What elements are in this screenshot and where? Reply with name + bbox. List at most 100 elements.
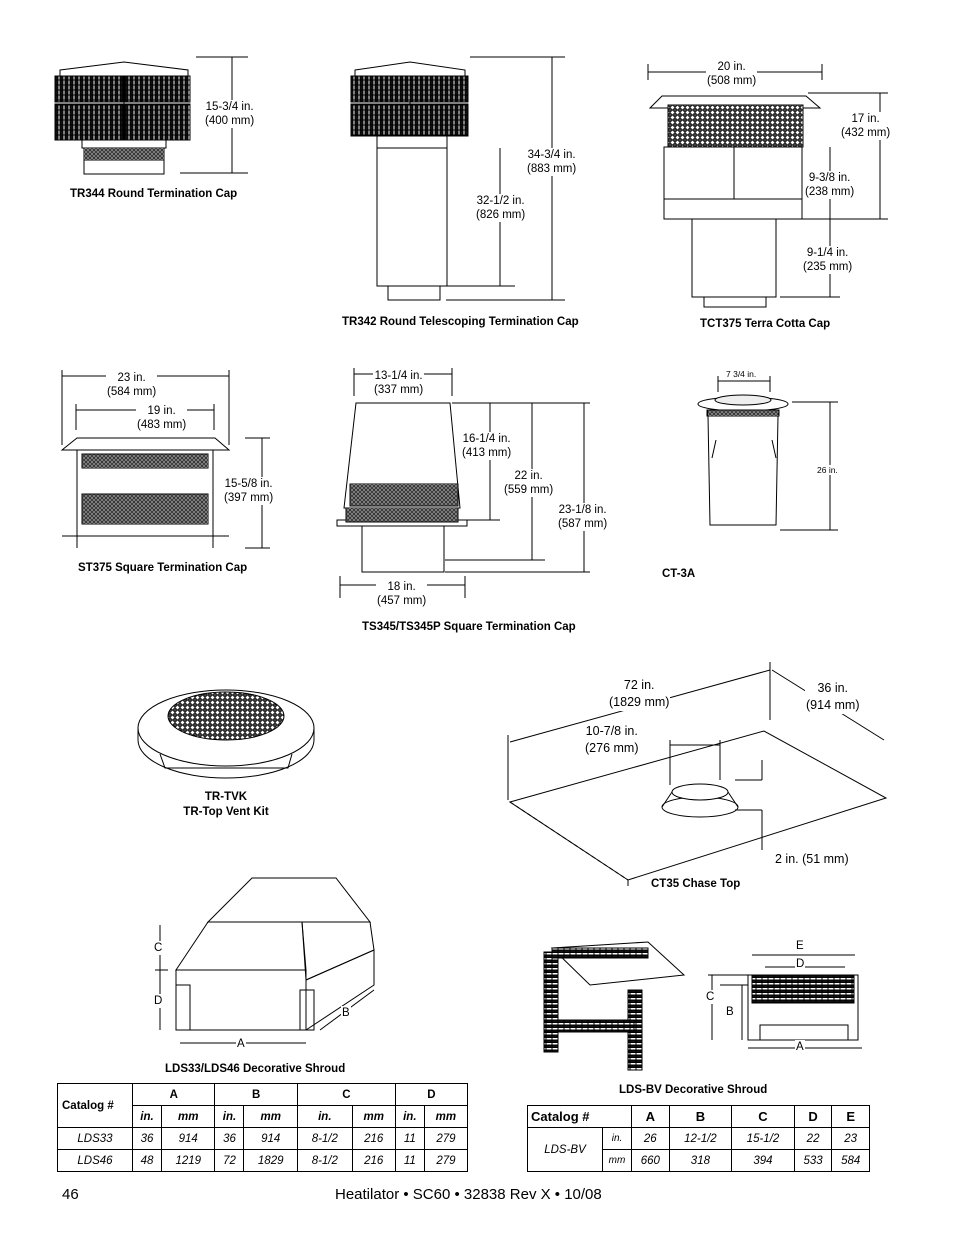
bv-col-e: E (831, 1105, 870, 1128)
ts345-top-width-dim: 13-1/4 in.(337 mm) (373, 369, 425, 397)
lds-col-c: C (296, 1083, 396, 1106)
lds-cell: 72 (214, 1149, 245, 1172)
st375-drawing (60, 370, 270, 549)
lds-unit: mm (423, 1105, 469, 1128)
bv-letter-b: B (725, 1005, 735, 1019)
bv-unit: in. (602, 1127, 632, 1150)
footer-text: Heatilator • SC60 • 32838 Rev X • 10/08 (335, 1186, 602, 1203)
lds-cell: 48 (132, 1149, 162, 1172)
lds-unit: mm (160, 1105, 216, 1128)
table-row: LDS33 36 914 36 914 8-1/2 216 11 279 (57, 1127, 469, 1150)
lds-cell: 216 (351, 1149, 396, 1172)
lds-unit: in. (296, 1105, 353, 1128)
lds-row-name: LDS33 (57, 1127, 133, 1150)
bv-letter-a: A (795, 1040, 805, 1054)
bv-cell: 12-1/2 (668, 1127, 733, 1150)
lds-letter-c: C (153, 941, 164, 955)
lds-cell: 279 (423, 1127, 469, 1150)
ldsbv-spec-table: Catalog # A B C D E LDS-BV in. 26 12-1/2… (527, 1105, 870, 1172)
tr344-drawing (54, 56, 248, 175)
lds-cell: 8-1/2 (296, 1127, 353, 1150)
st375-caption: ST375 Square Termination Cap (78, 562, 248, 574)
lds-unit: in. (214, 1105, 245, 1128)
st375-height-dim: 15-5/8 in.(397 mm) (223, 477, 275, 505)
bv-row-name: LDS-BV (527, 1127, 603, 1172)
lds-cell: 8-1/2 (296, 1149, 353, 1172)
ts345-hood-dim: 16-1/4 in.(413 mm) (461, 432, 513, 460)
lds-cell: 1219 (160, 1149, 216, 1172)
bv-col-b: B (668, 1105, 733, 1128)
ct3a-drawing (697, 376, 838, 531)
trtvk-drawing (137, 689, 315, 779)
lds-cell: 279 (423, 1149, 469, 1172)
bv-cell: 584 (831, 1149, 870, 1172)
ct35-drawing (507, 662, 888, 886)
ct3a-height-dim: 26 in. (816, 465, 839, 475)
ts345-mid-dim: 22 in.(559 mm) (503, 469, 555, 497)
tr342-drawing (350, 56, 565, 301)
lds-unit: mm (351, 1105, 396, 1128)
tr342-caption: TR342 Round Telescoping Termination Cap (342, 316, 579, 328)
bv-col-c: C (731, 1105, 795, 1128)
tr342-pipe-dim: 32-1/2 in.(826 mm) (475, 194, 527, 222)
ts345-base-width-dim: 18 in.(457 mm) (376, 580, 428, 608)
bv-cell: 318 (668, 1149, 733, 1172)
bv-letter-c: C (705, 990, 716, 1004)
ct35-collar-offset-dim: 10-7/8 in.(276 mm) (584, 723, 640, 757)
lds-unit: in. (132, 1105, 162, 1128)
bv-cell: 22 (793, 1127, 833, 1150)
lds-cell: 36 (132, 1127, 162, 1150)
lds-catalog-header: Catalog # (57, 1083, 133, 1128)
bv-letter-d: D (795, 957, 806, 971)
lds-spec-table: Catalog # A B C D in. mm in. mm in. mm i… (57, 1083, 469, 1172)
lds-col-b: B (214, 1083, 298, 1106)
lds-cell: 11 (394, 1149, 425, 1172)
tr344-height-dim: 15-3/4 in.(400 mm) (204, 100, 256, 128)
table-row: LDS-BV in. 26 12-1/2 15-1/2 22 23 (527, 1127, 870, 1172)
ct35-width-dim: 36 in.(914 mm) (805, 680, 861, 714)
bv-cell: 26 (631, 1127, 670, 1150)
bv-catalog-header: Catalog # (527, 1105, 632, 1128)
lds-cell: 11 (394, 1127, 425, 1150)
tr342-overall-dim: 34-3/4 in.(883 mm) (526, 148, 578, 176)
bv-cell: 23 (831, 1127, 870, 1150)
lds-letter-d: D (153, 994, 164, 1008)
st375-inner-width-dim: 19 in.(483 mm) (136, 404, 188, 432)
lds-unit: mm (243, 1105, 298, 1128)
lds-col-a: A (131, 1083, 216, 1106)
lds-col-d: D (394, 1083, 469, 1106)
tct375-lower-dim: 9-1/4 in.(235 mm) (802, 246, 854, 274)
lds-caption: LDS33/LDS46 Decorative Shroud (165, 1063, 346, 1075)
ct35-collar-height-dim: 2 in. (51 mm) (774, 851, 850, 868)
lds-letter-b: B (341, 1006, 351, 1020)
bv-cell: 660 (631, 1149, 670, 1172)
lds-cell: 1829 (243, 1149, 298, 1172)
trtvk-caption-name: TR-Top Vent Kit (183, 806, 269, 818)
lds-cell: 36 (214, 1127, 245, 1150)
trtvk-caption-model: TR-TVK (204, 791, 248, 803)
lds-cell: 216 (351, 1127, 396, 1150)
lds-unit: in. (394, 1105, 425, 1128)
bv-cell: 394 (731, 1149, 795, 1172)
bv-cell: 15-1/2 (731, 1127, 795, 1150)
tct375-drawing (647, 64, 888, 308)
ct35-caption: CT35 Chase Top (651, 878, 741, 890)
ts345-caption: TS345/TS345P Square Termination Cap (362, 621, 576, 633)
ldsbv-caption: LDS-BV Decorative Shroud (619, 1084, 768, 1096)
bv-col-a: A (631, 1105, 670, 1128)
tct375-caption: TCT375 Terra Cotta Cap (700, 318, 831, 330)
lds-drawing (155, 877, 375, 1044)
tct375-width-dim: 20 in.(508 mm) (706, 60, 758, 88)
tct375-height-dim: 17 in.(432 mm) (840, 112, 892, 140)
table-row: LDS46 48 1219 72 1829 8-1/2 216 11 279 (57, 1149, 469, 1172)
lds-row-name: LDS46 (57, 1149, 133, 1172)
ts345-overall-dim: 23-1/8 in.(587 mm) (557, 503, 609, 531)
lds-cell: 914 (160, 1127, 216, 1150)
bv-cell: 533 (793, 1149, 833, 1172)
bv-unit: mm (602, 1149, 632, 1172)
st375-outer-width-dim: 23 in.(584 mm) (106, 371, 158, 399)
ct35-length-dim: 72 in.(1829 mm) (608, 677, 671, 711)
ct3a-caption: CT-3A (662, 568, 696, 580)
page-number: 46 (62, 1186, 79, 1203)
lds-cell: 914 (243, 1127, 298, 1150)
